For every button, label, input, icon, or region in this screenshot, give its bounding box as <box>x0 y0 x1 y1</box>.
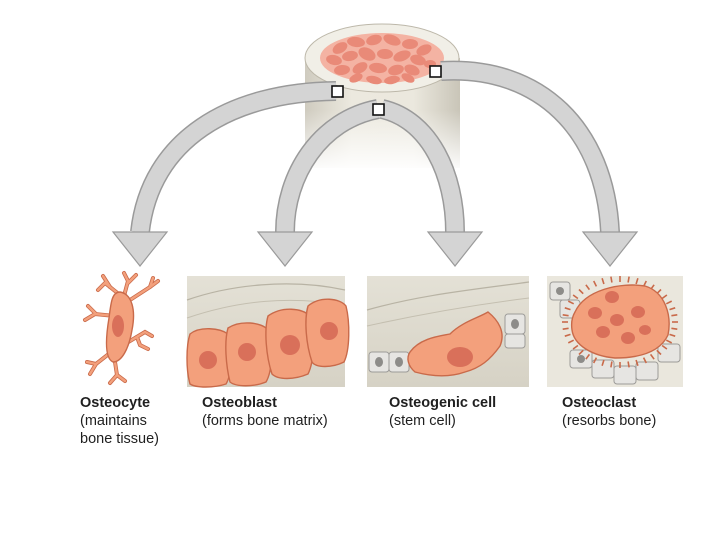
ruffled-border-fringe <box>665 339 673 344</box>
ruffled-border-fringe <box>627 276 630 283</box>
osteogenic-cell-illustration <box>366 276 530 387</box>
ruffled-border-fringe <box>567 300 575 305</box>
ruffled-border-fringe <box>562 327 569 330</box>
spongy-bone-trabecula <box>410 54 426 66</box>
spongy-bone-trabecula <box>366 75 382 85</box>
cell-name: Osteocyte <box>80 395 151 411</box>
ruffled-border-fringe <box>610 276 613 283</box>
ruffled-border-fringe <box>661 294 668 300</box>
cell-description: (forms bone matrix) <box>202 413 328 429</box>
osteocyte-illustration <box>83 271 160 385</box>
cell-description: (resorbs bone) <box>562 413 657 429</box>
spongy-bone-trabecula <box>326 54 342 66</box>
spongy-bone-trabecula <box>352 62 368 74</box>
ruffled-border-fringe <box>572 294 579 300</box>
label-osteocyte: Osteocyte (maintains bone tissue) <box>80 394 159 448</box>
cell-description: (stem cell) <box>389 413 456 429</box>
ruffled-border-fringe <box>585 284 591 291</box>
spongy-bone-trabecula <box>384 75 400 85</box>
spongy-bone-trabecula <box>402 38 418 50</box>
spongy-bone-trabecula <box>332 42 348 54</box>
spongy-bone-trabecula <box>347 36 365 48</box>
arrows <box>111 60 639 267</box>
ruffled-border-fringe <box>601 278 605 285</box>
arrow-head <box>581 231 639 267</box>
spongy-bone-trabecula <box>358 47 376 61</box>
ruffled-border-fringe <box>610 361 613 368</box>
label-osteogenic-cell: Osteogenic cell (stem cell) <box>389 394 496 430</box>
ruffled-border-fringe <box>627 361 630 368</box>
spongy-bone-trabecula <box>416 44 432 56</box>
ruffled-border-fringe <box>562 314 569 317</box>
ruffled-border-fringe <box>656 349 662 356</box>
spongy-bone-trabecula <box>401 73 415 83</box>
arrow-head <box>111 231 169 267</box>
ruffled-border-fringe <box>601 359 605 366</box>
arrow-shaft <box>440 62 619 233</box>
ruffled-border-fringe <box>635 359 639 366</box>
arrow-head <box>426 231 484 267</box>
arrow-head <box>256 231 314 267</box>
spongy-bone-trabecula <box>383 34 401 46</box>
spongy-bone-trabecula <box>377 48 393 60</box>
cell-name: Osteoblast <box>202 395 277 411</box>
label-osteoblast: Osteoblast (forms bone matrix) <box>202 394 328 430</box>
ruffled-border-fringe <box>665 300 673 305</box>
cell-name: Osteoclast <box>562 395 637 411</box>
spongy-bone-trabecula <box>342 50 358 62</box>
arrow-shaft <box>276 100 380 233</box>
label-osteoclast: Osteoclast (resorbs bone) <box>562 394 656 430</box>
spongy-bone-trabecula <box>366 34 382 46</box>
arrow-shaft <box>379 100 464 233</box>
spongy-bone-trabecula <box>393 50 411 62</box>
cell-name: Osteogenic cell <box>389 395 497 411</box>
ruffled-border-fringe <box>592 280 598 287</box>
arrow-shaft <box>131 82 337 234</box>
cell-description: (maintains bone tissue) <box>80 413 159 447</box>
ruffled-border-fringe <box>661 344 668 350</box>
spongy-bone-trabecula <box>349 73 363 83</box>
ruffled-border-fringe <box>578 349 584 356</box>
ruffled-border-fringe <box>669 307 676 311</box>
ruffled-border-fringe <box>572 344 579 350</box>
ruffled-border-fringe <box>671 327 678 330</box>
sample-square-osteoclast <box>429 65 442 78</box>
ruffled-border-fringe <box>567 339 575 344</box>
osteoblast-illustration <box>186 276 350 388</box>
spongy-bone-trabecula <box>334 64 350 76</box>
spongy-bone-trabecula <box>369 62 387 74</box>
ruffled-border-fringe <box>564 307 571 311</box>
ruffled-border-fringe <box>564 333 571 337</box>
sample-square-osteoblast <box>372 103 385 116</box>
ruffled-border-fringe <box>635 278 639 285</box>
osteoclast-illustration <box>547 276 683 387</box>
spongy-bone-pattern <box>326 34 436 85</box>
ruffled-border-fringe <box>649 353 655 360</box>
ruffled-border-fringe <box>592 357 598 364</box>
spongy-bone-trabecula <box>404 64 420 76</box>
ruffled-border-fringe <box>671 314 678 317</box>
ruffled-border-fringe <box>578 288 584 295</box>
spongy-bone-trabecula <box>388 64 404 76</box>
ruffled-border-fringe <box>642 357 648 364</box>
ruffled-border-fringe <box>585 353 591 360</box>
sample-square-osteocyte <box>331 85 344 98</box>
ruffled-border-fringe <box>669 333 676 337</box>
